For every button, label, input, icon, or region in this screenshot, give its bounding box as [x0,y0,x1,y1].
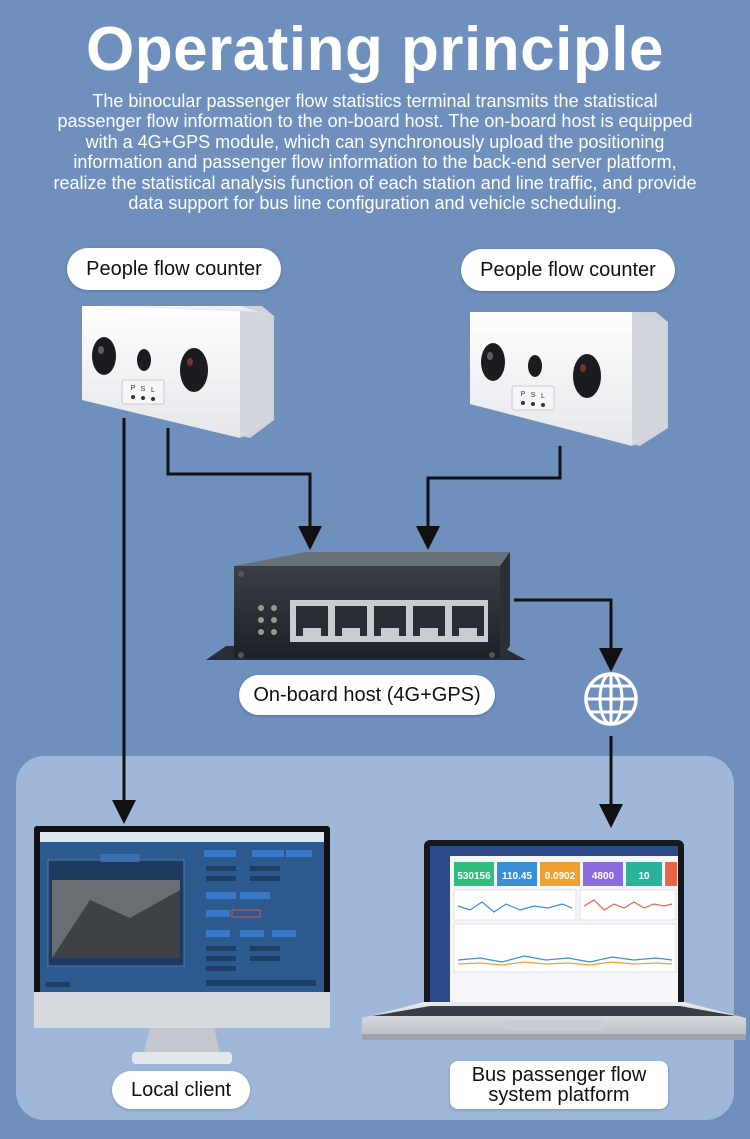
page-description: The binocular passenger flow statistics … [53,91,697,214]
ethernet-port-icon [296,606,484,636]
arrow-host-to-globe [514,598,623,672]
label-platform-line-1: Bus passenger flow [471,1064,647,1086]
stat-value-5: 10 [638,871,650,882]
stat-value-3: 0.0902 [545,871,576,882]
page-title: Operating principle [86,15,664,84]
camera-lens-icon [137,349,151,371]
marking-s: S [531,392,536,399]
people-flow-counter-right: P S L [470,312,668,446]
connectors [112,418,623,828]
on-board-host-device [206,552,526,660]
marking-p: P [131,385,136,392]
camera-lens-icon [481,343,505,381]
label-host: On-board host (4G+GPS) [239,675,495,715]
status-leds [258,605,277,635]
globe-icon [584,672,638,726]
arrow-counter-left-to-host [166,428,322,550]
arrow-counter-right-to-host [416,446,562,550]
stat-value-2: 110.45 [502,871,532,882]
label-local-client: Local client [112,1071,250,1109]
label-platform: Bus passenger flow system platform [450,1061,668,1109]
label-counter-left: People flow counter [67,248,281,290]
label-counter-right: People flow counter [461,249,675,291]
marking-s: S [141,386,146,393]
label-platform-line-2: system platform [488,1084,630,1106]
local-client-monitor [34,826,330,1064]
camera-lens-icon [180,348,208,392]
marking-l: L [151,387,155,394]
platform-laptop: 530156 110.45 0.0902 4800 10 [362,840,746,1040]
stat-value-1: 530156 [457,871,491,882]
camera-lens-icon [573,354,601,398]
camera-lens-icon [528,355,542,377]
people-flow-counter-left: P S L [82,306,274,438]
marking-l: L [541,393,545,400]
marking-p: P [521,391,526,398]
camera-lens-icon [92,337,116,375]
stat-value-4: 4800 [592,871,615,882]
